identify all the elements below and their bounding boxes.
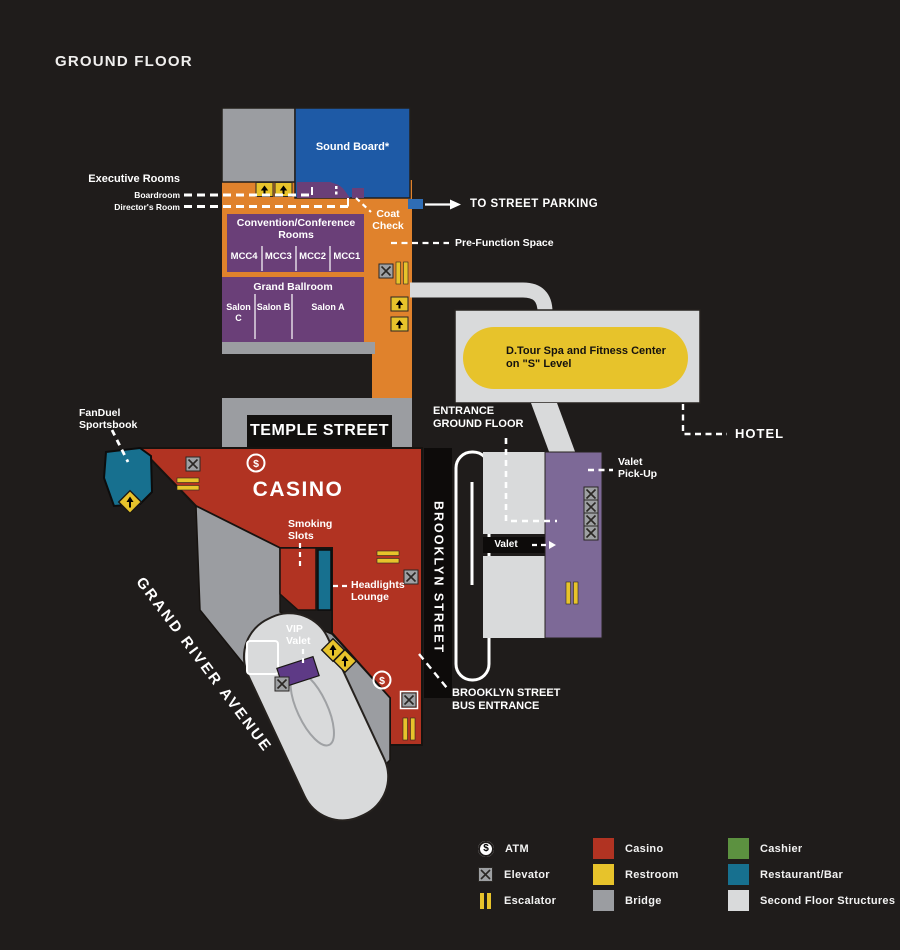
salon-label: Salon C [226,302,251,323]
legend-label: Escalator [504,894,557,907]
escalator-up-icon [390,316,409,332]
second-floor-swatch [728,890,749,911]
elevator-icon [583,525,599,541]
bridge-top-area [221,107,296,183]
street-parking-marker [408,199,423,209]
legend-item-cashier: Cashier [728,838,895,859]
smoking-slots-area [279,547,317,611]
fanduel-sportsbook-area [102,446,154,508]
casino-swatch [593,838,614,859]
restaurant-bar-swatch [728,864,749,885]
brooklyn-street-label: BROOKLYN STREET [431,500,446,655]
boardroom-label: Boardroom [134,190,180,200]
svg-text:$: $ [379,675,385,687]
mcc-room-label: MCC1 [333,251,361,262]
legend-item-escalator: Escalator [478,890,556,911]
legend-item-casino: Casino [593,838,679,859]
elevator-icon [399,690,419,710]
casino-label: CASINO [252,478,344,501]
legend-item-restroom: Restroom [593,864,679,885]
legend-item-restaurant-bar: Restaurant/Bar [728,864,895,885]
cashier-swatch [728,838,749,859]
legend-label: Bridge [625,894,662,907]
hotel-walkway-stem [531,403,577,457]
legend-label: Cashier [760,842,803,855]
valet-arrowhead [549,541,556,549]
legend-column-areas-1: Casino Restroom Bridge [593,838,679,911]
convention-rooms-label: Convention/Conference Rooms [236,217,356,242]
mcc-room-label: MCC2 [299,251,327,262]
elevator-icon [583,499,599,515]
valet-structures-area [483,451,603,639]
grand-ballroom-label: Grand Ballroom [253,281,333,293]
salon-label: Salon B [256,302,291,312]
atm-icon: $ [478,840,494,857]
headlights-lounge-area [317,549,332,611]
atm-icon: $ [246,453,266,473]
mcc-room-label: MCC3 [264,251,292,262]
parking-arrowhead [450,199,461,210]
elevator-icon [583,486,599,502]
elevator-icon [478,867,493,882]
restroom-swatch [593,864,614,885]
bridge-strip-area [222,342,375,354]
grand-ballroom-area [222,277,364,342]
valet-canopy [246,640,279,675]
legend-item-elevator: Elevator [478,864,556,885]
convention-rooms-area [227,214,364,272]
temple-street-bar [247,415,392,448]
pre-function-label: Pre-Function Space [455,237,554,249]
mcc-room-row: MCC4 MCC3 MCC2 MCC1 [227,251,364,262]
elevator-icon [403,569,419,585]
legend-label: Restroom [625,868,679,881]
callout-lines [110,187,727,689]
legend-label: Elevator [504,868,550,881]
hotel-label: HOTEL [735,426,785,441]
legend-label: Restaurant/Bar [760,868,844,881]
escalator-up-icon [390,296,409,312]
directors-room-label: Director's Room [114,201,180,212]
legend-item-bridge: Bridge [593,890,679,911]
bridge-swatch [593,890,614,911]
svg-text:$: $ [253,458,259,470]
salon-row: Salon C Salon B Salon A [222,302,364,323]
temple-street-label: TEMPLE STREET [250,422,389,439]
valet-bar-label: Valet [494,539,518,550]
legend-label: Casino [625,842,664,855]
atm-icon: $ [372,670,392,690]
brooklyn-street-strip [424,448,452,698]
legend-label: ATM [505,842,529,855]
elevator-icon [185,456,201,472]
legend-column-icons: $ ATM Elevator Escalator [478,838,556,911]
legend-column-areas-2: Cashier Restaurant/Bar Second Floor Stru… [728,838,895,911]
salon-label: Salon A [311,302,345,312]
executive-rooms-area [297,182,364,198]
legend-item-atm: $ ATM [478,838,556,859]
elevator-icon [583,512,599,528]
legend-label: Second Floor Structures [760,894,896,907]
spa-area [463,327,688,389]
elevator-icon [378,263,394,279]
legend-item-second-floor: Second Floor Structures [728,890,895,911]
to-street-parking-label: TO STREET PARKING [470,198,599,210]
page-title: GROUND FLOOR [55,53,193,70]
escalator-icon [478,892,493,909]
mcc-room-label: MCC4 [230,251,258,262]
sound-board-label: Sound Board* [315,141,390,153]
elevator-icon [274,676,290,692]
executive-rooms-label: Executive Rooms [88,173,180,185]
